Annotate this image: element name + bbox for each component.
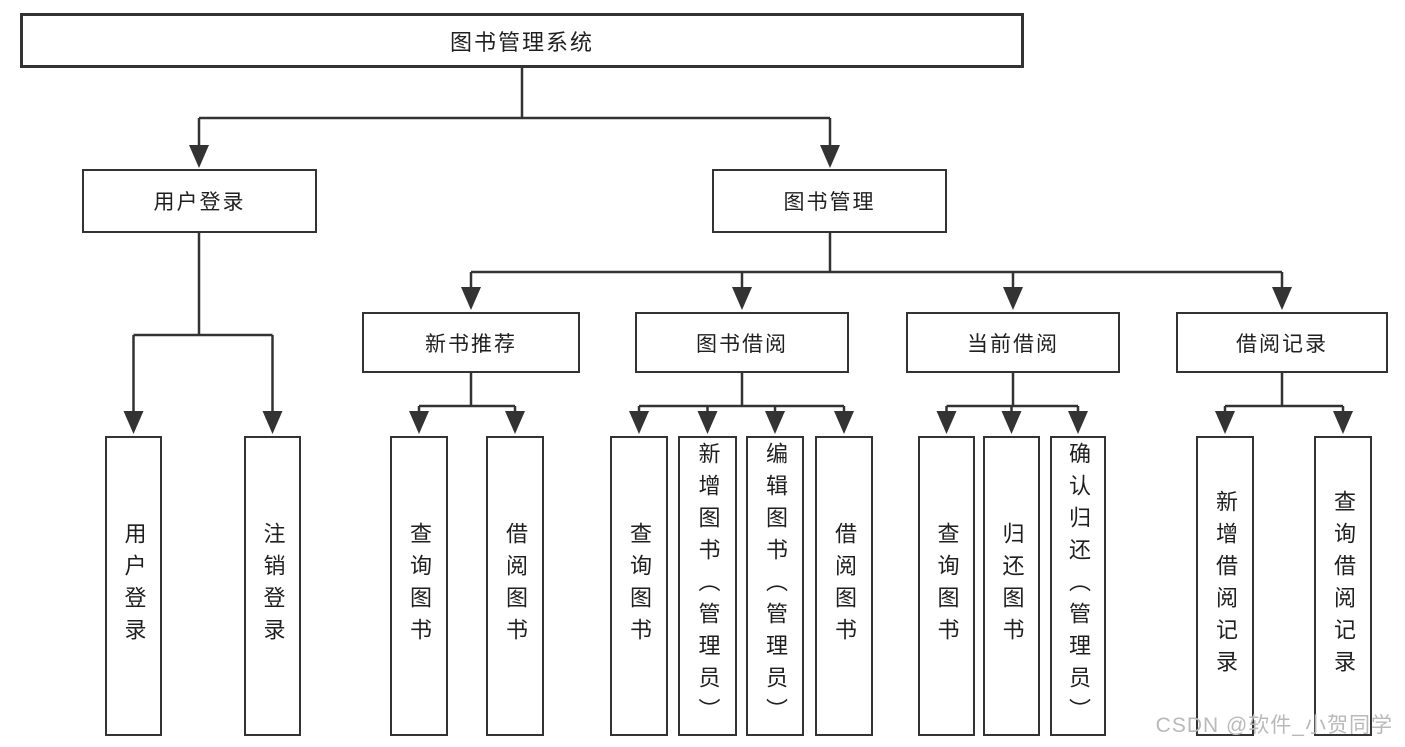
leaf-confirm-return-admin: 确认归还（管理员） <box>1050 436 1106 736</box>
leaf-return-books: 归还图书 <box>983 436 1040 736</box>
connector-borrowrecords-to-leaves <box>1215 373 1353 434</box>
node-label: 新书推荐 <box>425 332 517 356</box>
leaf-logout: 注销登录 <box>244 436 301 736</box>
connector-root-to-level2 <box>189 68 840 168</box>
node-new-book-recommend: 新书推荐 <box>362 312 580 373</box>
node-label: 当前借阅 <box>967 332 1059 356</box>
node-label: 用户登录 <box>153 191 246 214</box>
leaf-add-borrow-record: 新增借阅记录 <box>1196 436 1254 736</box>
leaf-add-books-admin: 新增图书（管理员） <box>678 436 737 736</box>
leaf-label: 借阅图书 <box>832 522 857 650</box>
node-user-login: 用户登录 <box>82 169 317 233</box>
connector-bookmgmt-to-level3 <box>461 233 1292 310</box>
leaf-label: 查询图书 <box>407 522 432 650</box>
connector-userlogin-to-leaves <box>123 233 283 434</box>
leaf-label: 查询图书 <box>934 522 960 650</box>
node-label: 借阅记录 <box>1236 332 1328 356</box>
leaf-label: 查询图书 <box>627 522 652 650</box>
leaf-user-login: 用户登录 <box>105 436 162 736</box>
leaf-label: 确认归还（管理员） <box>1066 442 1091 730</box>
leaf-label: 查询借阅记录 <box>1331 490 1356 682</box>
connector-newbooks-to-leaves <box>409 373 525 434</box>
leaf-borrow-books: 借阅图书 <box>815 436 873 736</box>
csdn-watermark: CSDN @软件_小贺同学 <box>1155 714 1393 737</box>
node-current-borrow: 当前借阅 <box>906 312 1120 373</box>
node-book-borrow: 图书借阅 <box>635 312 849 373</box>
node-book-management: 图书管理 <box>712 169 947 233</box>
connector-bookborrow-to-leaves <box>629 373 854 434</box>
connector-currentborrow-to-leaves <box>936 373 1088 434</box>
leaf-query-books-recommend: 查询图书 <box>390 436 448 736</box>
leaf-query-books-borrow: 查询图书 <box>610 436 668 736</box>
leaf-query-borrow-record: 查询借阅记录 <box>1314 436 1372 736</box>
leaf-label: 新增图书（管理员） <box>695 442 721 730</box>
leaf-label: 归还图书 <box>999 522 1025 650</box>
leaf-label: 用户登录 <box>121 522 147 650</box>
leaf-label: 注销登录 <box>260 522 286 650</box>
leaf-label: 编辑图书（管理员） <box>763 442 788 730</box>
node-root-label: 图书管理系统 <box>449 29 594 55</box>
node-root-system: 图书管理系统 <box>20 13 1024 68</box>
leaf-borrow-books-recommend: 借阅图书 <box>486 436 544 736</box>
leaf-query-books-current: 查询图书 <box>918 436 975 736</box>
leaf-label: 新增借阅记录 <box>1213 490 1238 682</box>
node-borrow-records: 借阅记录 <box>1176 312 1388 373</box>
leaf-label: 借阅图书 <box>503 522 528 650</box>
node-label: 图书管理 <box>783 191 876 214</box>
node-label: 图书借阅 <box>696 332 788 356</box>
leaf-edit-books-admin: 编辑图书（管理员） <box>746 436 804 736</box>
